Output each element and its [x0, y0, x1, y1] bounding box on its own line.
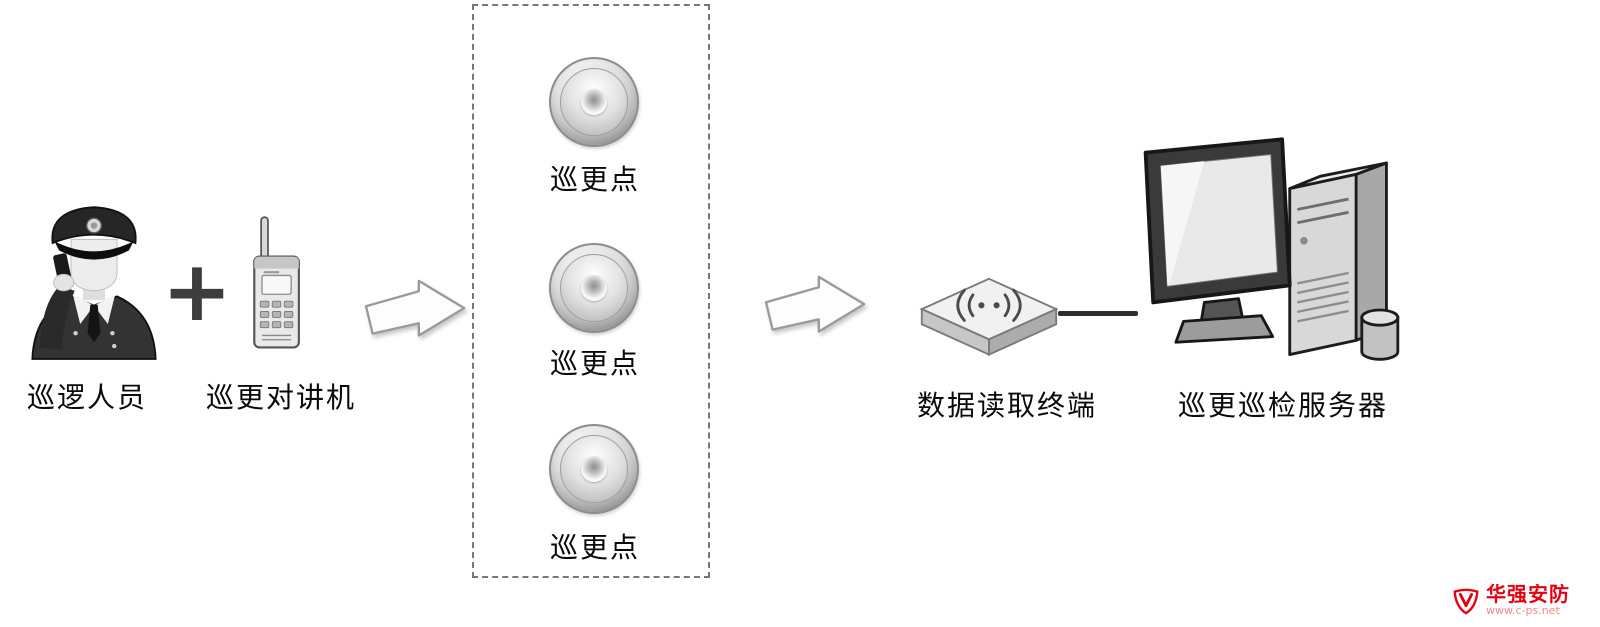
walkie-talkie-icon — [250, 206, 310, 362]
data-reader-icon — [918, 274, 1060, 366]
checkpoint-label: 巡更点 — [549, 347, 641, 380]
wireless-waves-icon — [956, 288, 1022, 322]
server-computer-svg — [1143, 137, 1400, 361]
flow-arrow-right-icon — [764, 275, 866, 333]
walkie-talkie-svg — [253, 216, 300, 349]
patrol-officer-label: 巡逻人员 — [26, 381, 148, 414]
data-reader-svg — [919, 277, 1059, 357]
checkpoint-label: 巡更点 — [549, 531, 641, 564]
walkie-talkie-label: 巡更对讲机 — [205, 381, 357, 414]
checkpoint-label: 巡更点 — [549, 163, 641, 196]
server-computer-icon — [1138, 130, 1413, 380]
checkpoint-disc-icon — [549, 57, 639, 147]
watermark-logo-icon — [1453, 588, 1479, 615]
flow-arrow-right-icon — [364, 279, 466, 337]
connector-line — [1058, 311, 1138, 316]
checkpoint-disc-icon — [549, 424, 639, 514]
data-reader-label: 数据读取终端 — [916, 389, 1098, 422]
patrol-officer-icon — [25, 192, 163, 364]
server-label: 巡更巡检服务器 — [1177, 389, 1389, 422]
cylinder-accessory-icon — [1360, 308, 1400, 361]
watermark: 华强安防 www.c-ps.net — [1451, 584, 1570, 617]
checkpoint-disc-icon — [549, 243, 639, 333]
watermark-url: www.c-ps.net — [1486, 604, 1560, 618]
checkpoint-group-box — [472, 4, 710, 578]
patrol-officer-svg — [31, 206, 157, 360]
plus-sign: + — [161, 242, 233, 340]
watermark-brand: 华强安防 — [1486, 582, 1570, 607]
